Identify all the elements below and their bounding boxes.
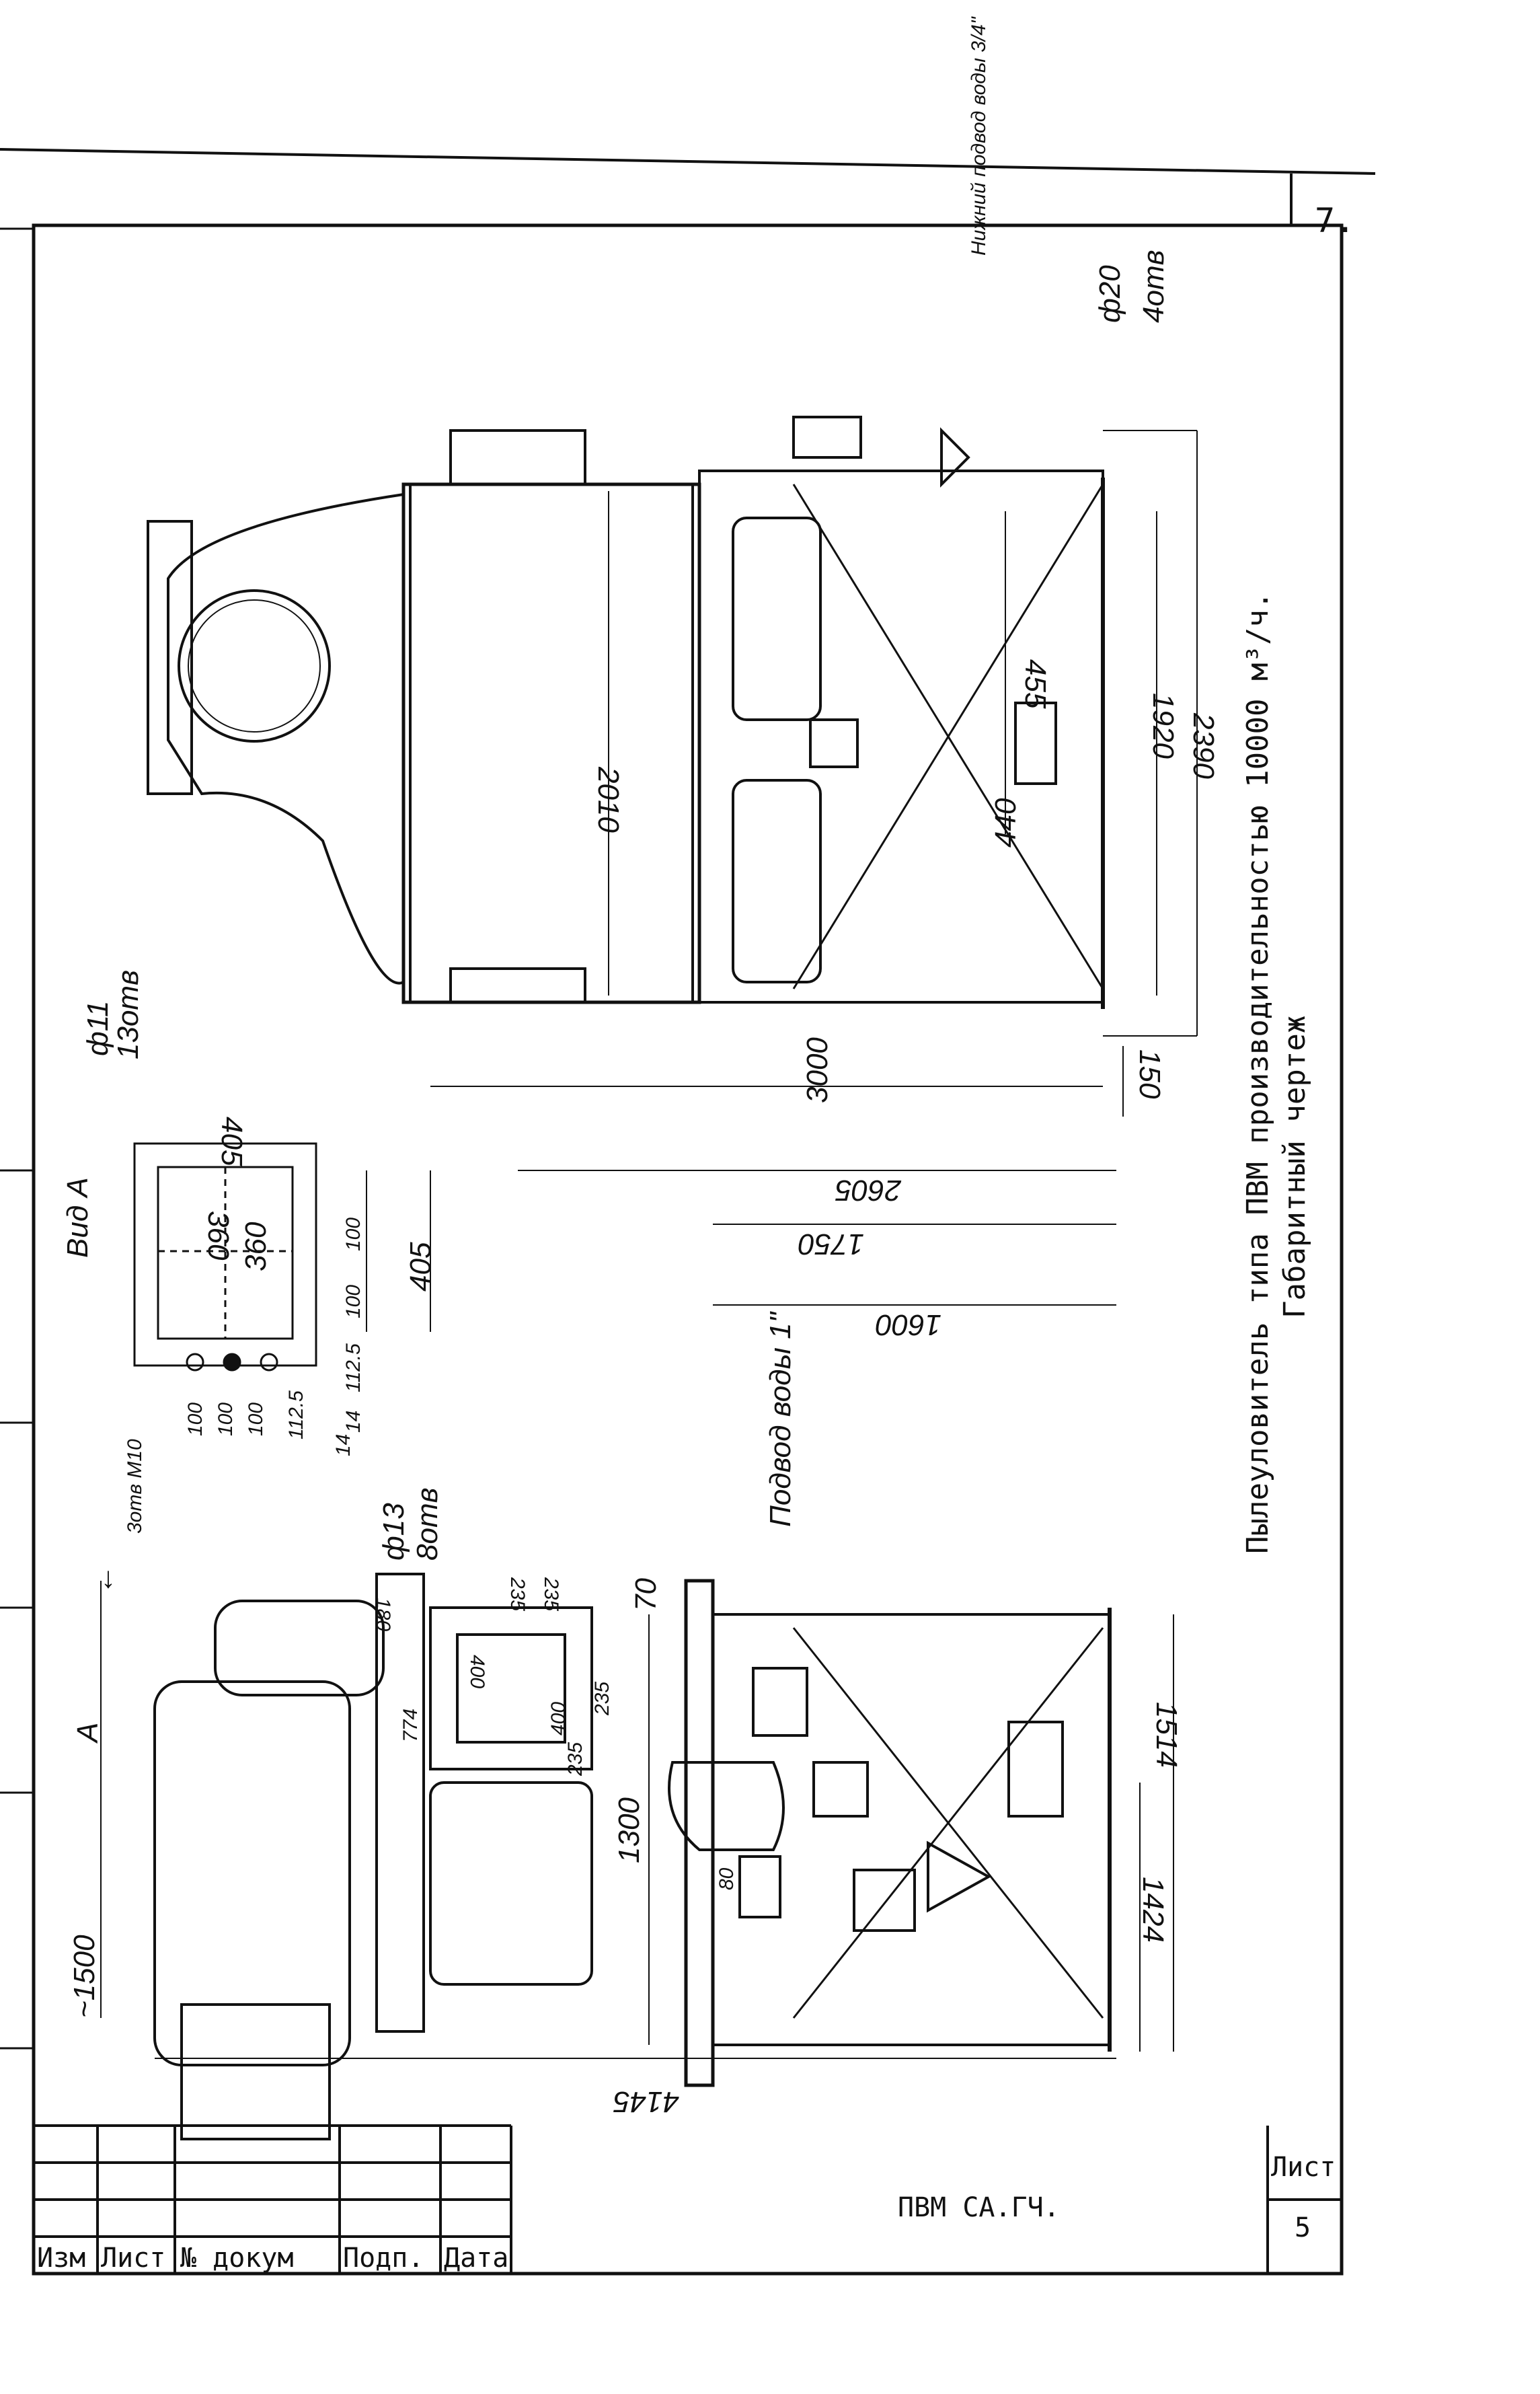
view-a-holes-dia-label: ф11 [81, 1001, 114, 1056]
title-block-col-4: Дата [444, 2243, 508, 2274]
sheet-frame [0, 148, 1376, 2276]
top-pipe-dia-label: ф20 [1093, 265, 1126, 323]
dim-1600: 1600 [876, 1308, 941, 1341]
dim-235d: 235 [564, 1742, 586, 1776]
dim-va-100b: 100 [342, 1285, 364, 1318]
dim-235c: 235 [591, 1682, 613, 1716]
dim-va-405b: 405 [404, 1242, 437, 1292]
dim-va-405: 405 [215, 1117, 248, 1166]
dim-235b: 235 [540, 1577, 562, 1611]
dim-va-112b: 112.5 [285, 1390, 307, 1439]
title-block [34, 2124, 1342, 2274]
dim-774: 774 [399, 1709, 422, 1742]
view-marker-a: А [71, 1723, 104, 1744]
view-a-thread-label: 3отв М10 [124, 1439, 146, 1534]
drawing-subtitle: Габаритный чертеж [1278, 1016, 1312, 1318]
dim-1750: 1750 [798, 1228, 864, 1261]
dim-455: 455 [1019, 659, 1052, 709]
water-supply-label: Подвод воды 1" [764, 1310, 797, 1527]
title-block-col-3: Подп. [343, 2243, 424, 2274]
dim-va-100e: 100 [245, 1402, 267, 1436]
dim-70: 70 [629, 1578, 662, 1611]
side-holes-dia-label: ф13 [377, 1503, 410, 1561]
dim-3000: 3000 [801, 1037, 834, 1103]
dim-400b: 400 [547, 1702, 570, 1735]
dim-2390: 2390 [1187, 712, 1220, 779]
view-a-label: Вид А [61, 1177, 94, 1258]
dim-1424: 1424 [1137, 1877, 1169, 1943]
drawing-title: Пылеуловитель типа ПВМ производительност… [1241, 592, 1275, 1554]
dim-80: 80 [716, 1867, 738, 1890]
title-block-designation: ПВМ СА.ГЧ. [898, 2192, 1060, 2223]
title-block-col-0: Изм [37, 2243, 85, 2274]
dim-va-14b: 14 [332, 1434, 354, 1456]
dim-va-112: 112.5 [342, 1343, 364, 1392]
dim-va-100a: 100 [342, 1218, 364, 1251]
dim-1500: ~1500 [68, 1935, 101, 2018]
view-a-holes-count-label: 13отв [112, 970, 145, 1059]
side-holes-count-label: 8отв [411, 1487, 444, 1561]
dim-va-14: 14 [342, 1411, 364, 1433]
top-pipe-holes-label: 4отв [1137, 250, 1170, 323]
dim-180: 180 [372, 1598, 394, 1631]
dim-va-360b: 360 [239, 1222, 272, 1271]
dim-235a: 235 [506, 1577, 529, 1611]
dim-1920: 1920 [1147, 693, 1180, 759]
view-a-drawing [133, 1142, 431, 1372]
page-number: 7. [1315, 201, 1355, 240]
dim-4145: 4145 [613, 2085, 679, 2118]
front-view-drawing [147, 416, 1198, 1117]
top-water-supply-label: Нижний подвод воды 3/4" [968, 16, 990, 256]
title-block-sheet-label: Лист [1271, 2152, 1336, 2183]
dim-1500-arrow: ↓ [101, 1561, 116, 1594]
dim-400a: 400 [466, 1655, 488, 1688]
title-block-sheet-number: 5 [1295, 2212, 1311, 2243]
title-block-col-1: Лист [101, 2243, 165, 2274]
dim-2605: 2605 [835, 1174, 902, 1207]
dim-1514: 1514 [1150, 1702, 1183, 1768]
dim-va-100d: 100 [215, 1402, 237, 1436]
dim-2010: 2010 [592, 766, 625, 833]
dim-va-360a: 360 [202, 1211, 235, 1261]
dim-440: 440 [989, 798, 1022, 848]
title-block-col-2: № докум [180, 2243, 294, 2274]
dim-va-100c: 100 [184, 1402, 206, 1436]
dim-1300: 1300 [613, 1797, 646, 1863]
side-view-drawing [100, 1170, 1174, 2140]
dim-150: 150 [1133, 1049, 1166, 1099]
